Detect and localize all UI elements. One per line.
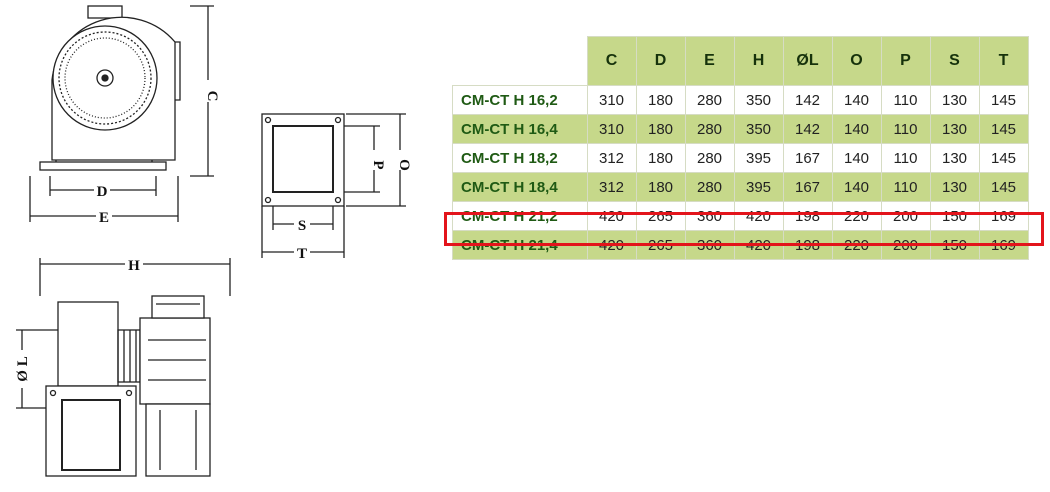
column-header: P bbox=[880, 36, 931, 86]
table-cell: 350 bbox=[733, 85, 784, 115]
column-header: ØL bbox=[782, 36, 833, 86]
table-cell: 312 bbox=[586, 143, 637, 173]
table-cell: 142 bbox=[782, 85, 833, 115]
dim-label-l: Ø L bbox=[15, 356, 31, 381]
table-cell: 140 bbox=[831, 172, 882, 202]
table-cell: 312 bbox=[586, 172, 637, 202]
model-name: CM-CT H 21,2 bbox=[452, 201, 588, 231]
table-row: CM-CT H 16,4 310 180 280 350 142 140 110… bbox=[452, 114, 1029, 144]
table-row: CM-CT H 18,2 312 180 280 395 167 140 110… bbox=[452, 143, 1029, 173]
model-name: CM-CT H 18,2 bbox=[452, 143, 588, 173]
table-cell: 167 bbox=[782, 143, 833, 173]
column-header: O bbox=[831, 36, 882, 86]
table-cell: 310 bbox=[586, 85, 637, 115]
table-cell: 395 bbox=[733, 143, 784, 173]
table-cell: 145 bbox=[978, 114, 1029, 144]
table-cell: 140 bbox=[831, 114, 882, 144]
technical-drawing: C D E P O S T H Ø L bbox=[0, 0, 440, 492]
model-name: CM-CT H 16,2 bbox=[452, 85, 588, 115]
table-cell: 180 bbox=[635, 85, 686, 115]
table-cell: 395 bbox=[733, 172, 784, 202]
table-cell: 350 bbox=[733, 114, 784, 144]
table-cell: 280 bbox=[684, 85, 735, 115]
table-cell: 130 bbox=[929, 172, 980, 202]
table-cell: 180 bbox=[635, 143, 686, 173]
column-header: E bbox=[684, 36, 735, 86]
table-cell: 420 bbox=[586, 201, 637, 231]
table-cell: 130 bbox=[929, 85, 980, 115]
table-header-row: C D E H ØL O P S T bbox=[452, 36, 1029, 86]
table-cell: 180 bbox=[635, 114, 686, 144]
table-cell: 280 bbox=[684, 143, 735, 173]
table-cell: 265 bbox=[635, 201, 686, 231]
table-cell: 280 bbox=[684, 172, 735, 202]
table-cell: 360 bbox=[684, 201, 735, 231]
front-view-fan bbox=[39, 5, 181, 171]
column-header: S bbox=[929, 36, 980, 86]
dim-label-s: S bbox=[298, 218, 306, 234]
column-header: T bbox=[978, 36, 1029, 86]
table-cell: 280 bbox=[684, 114, 735, 144]
table-cell: 140 bbox=[831, 85, 882, 115]
table-row: CM-CT H 16,2 310 180 280 350 142 140 110… bbox=[452, 85, 1029, 115]
table-cell: 110 bbox=[880, 85, 931, 115]
dim-label-c: C bbox=[204, 91, 220, 102]
column-header: D bbox=[635, 36, 686, 86]
table-cell: 198 bbox=[782, 201, 833, 231]
dim-label-h: H bbox=[128, 258, 140, 274]
table-cell: 110 bbox=[880, 172, 931, 202]
dim-label-d: D bbox=[97, 184, 108, 200]
table-cell: 110 bbox=[880, 114, 931, 144]
model-name: CM-CT H 16,4 bbox=[452, 114, 588, 144]
dim-label-o: O bbox=[396, 159, 412, 171]
row-highlight-box bbox=[444, 212, 1044, 246]
table-cell: 145 bbox=[978, 85, 1029, 115]
table-cell: 220 bbox=[831, 201, 882, 231]
table-cell: 150 bbox=[929, 201, 980, 231]
model-name: CM-CT H 18,4 bbox=[452, 172, 588, 202]
dim-label-t: T bbox=[297, 246, 307, 262]
dimensions-table: C D E H ØL O P S T CM-CT H 16,2 310 180 … bbox=[452, 36, 1029, 260]
table-cell: 167 bbox=[782, 172, 833, 202]
table-cell: 180 bbox=[635, 172, 686, 202]
dim-label-p: P bbox=[370, 160, 386, 169]
flange-view bbox=[261, 113, 345, 207]
column-header: C bbox=[586, 36, 637, 86]
dim-label-e: E bbox=[99, 210, 109, 226]
side-view-fan bbox=[45, 295, 211, 477]
column-header: H bbox=[733, 36, 784, 86]
table-row: CM-CT H 18,4 312 180 280 395 167 140 110… bbox=[452, 172, 1029, 202]
table-row-highlighted: CM-CT H 21,2 420 265 360 420 198 220 200… bbox=[452, 201, 1029, 231]
table-cell: 142 bbox=[782, 114, 833, 144]
table-corner-cell bbox=[452, 36, 587, 86]
table-cell: 130 bbox=[929, 143, 980, 173]
table-cell: 420 bbox=[733, 201, 784, 231]
table-cell: 140 bbox=[831, 143, 882, 173]
table-cell: 145 bbox=[978, 172, 1029, 202]
table-cell: 130 bbox=[929, 114, 980, 144]
table-cell: 110 bbox=[880, 143, 931, 173]
table-cell: 310 bbox=[586, 114, 637, 144]
table-cell: 145 bbox=[978, 143, 1029, 173]
table-cell: 169 bbox=[978, 201, 1029, 231]
